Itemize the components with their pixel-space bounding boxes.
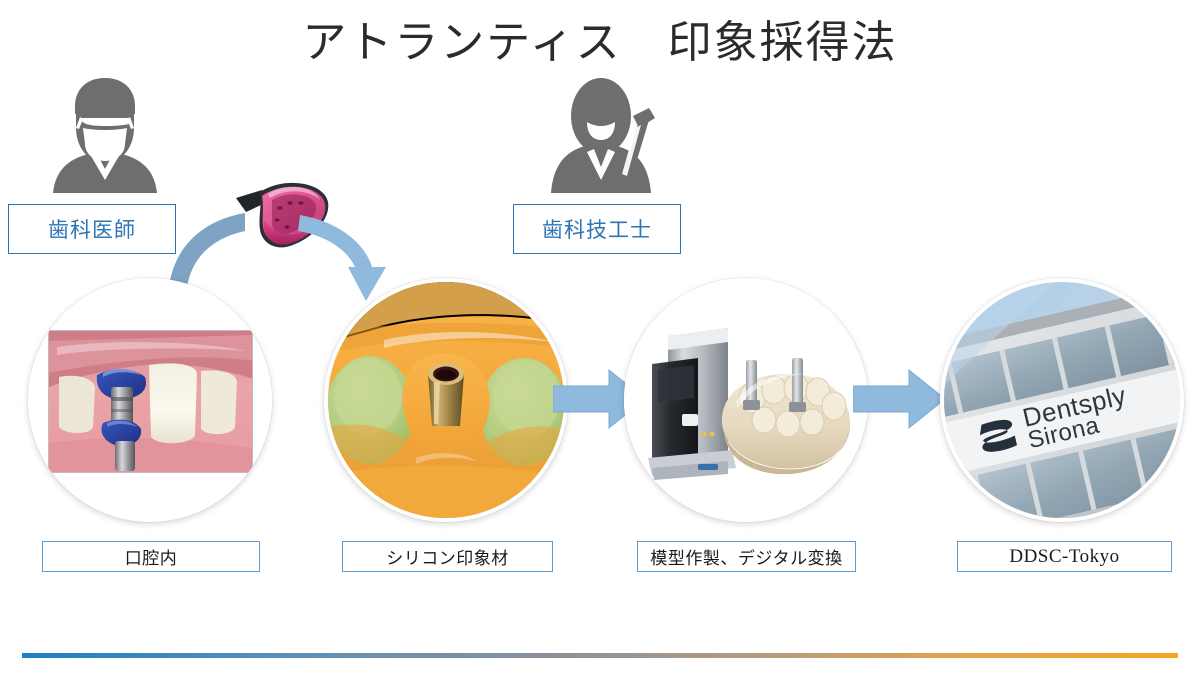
page-title: アトランティス 印象採得法 xyxy=(302,18,898,67)
step-node-intraoral xyxy=(28,278,272,522)
dentsply-sirona-building-photo: Dentsply Sirona xyxy=(944,282,1180,518)
role-label-dentist: 歯科医師 xyxy=(8,204,176,254)
caption-model: 模型作製、デジタル変換 xyxy=(637,541,856,572)
dental-technician-icon xyxy=(545,68,665,193)
role-label-technician: 歯科技工士 xyxy=(513,204,681,254)
arrow-model-to-ddsc xyxy=(852,368,946,430)
curved-arrow-dentist-to-silicone xyxy=(150,205,440,305)
lab-scanner-and-stone-model-photo xyxy=(624,278,868,522)
step-circle-model xyxy=(624,278,868,522)
step-node-silicone xyxy=(324,278,568,522)
caption-silicone: シリコン印象材 xyxy=(342,541,553,572)
orange-silicone-impression-photo xyxy=(328,282,564,518)
step-node-model xyxy=(624,278,868,522)
intraoral-implant-scanbody-photo xyxy=(48,330,253,473)
step-circle-intraoral xyxy=(28,278,272,522)
step-node-ddsc: Dentsply Sirona xyxy=(940,278,1184,522)
footer-gradient-bar xyxy=(22,653,1178,658)
step-circle-silicone xyxy=(324,278,568,522)
caption-intraoral: 口腔内 xyxy=(42,541,260,572)
caption-ddsc: DDSC-Tokyo xyxy=(957,541,1172,572)
dentist-with-mask-icon xyxy=(45,68,165,193)
step-circle-ddsc: Dentsply Sirona xyxy=(940,278,1184,522)
